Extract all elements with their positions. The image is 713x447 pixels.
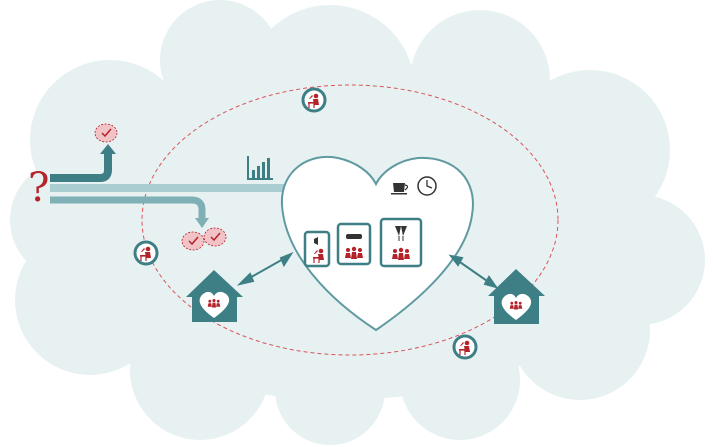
- house-heart-icon: [186, 270, 243, 322]
- bar-chart-icon: [247, 156, 273, 180]
- clock-icon: [417, 176, 437, 196]
- heart-shape: [280, 155, 474, 332]
- speaker-person-icon: [303, 230, 331, 268]
- person-at-desk-icon: [301, 87, 327, 113]
- person-at-desk-icon: [452, 334, 478, 360]
- double-arrow-icon: [236, 251, 499, 289]
- champagne-group-icon: [379, 217, 423, 268]
- vr-group-icon: [336, 222, 372, 266]
- question-mark-icon: ?: [28, 165, 50, 211]
- house-heart-icon: [488, 269, 545, 324]
- person-at-desk-icon: [133, 240, 159, 266]
- cloud-background: [10, 0, 705, 445]
- coffee-cup-icon: [391, 183, 409, 195]
- dashed-orbit: [141, 84, 559, 356]
